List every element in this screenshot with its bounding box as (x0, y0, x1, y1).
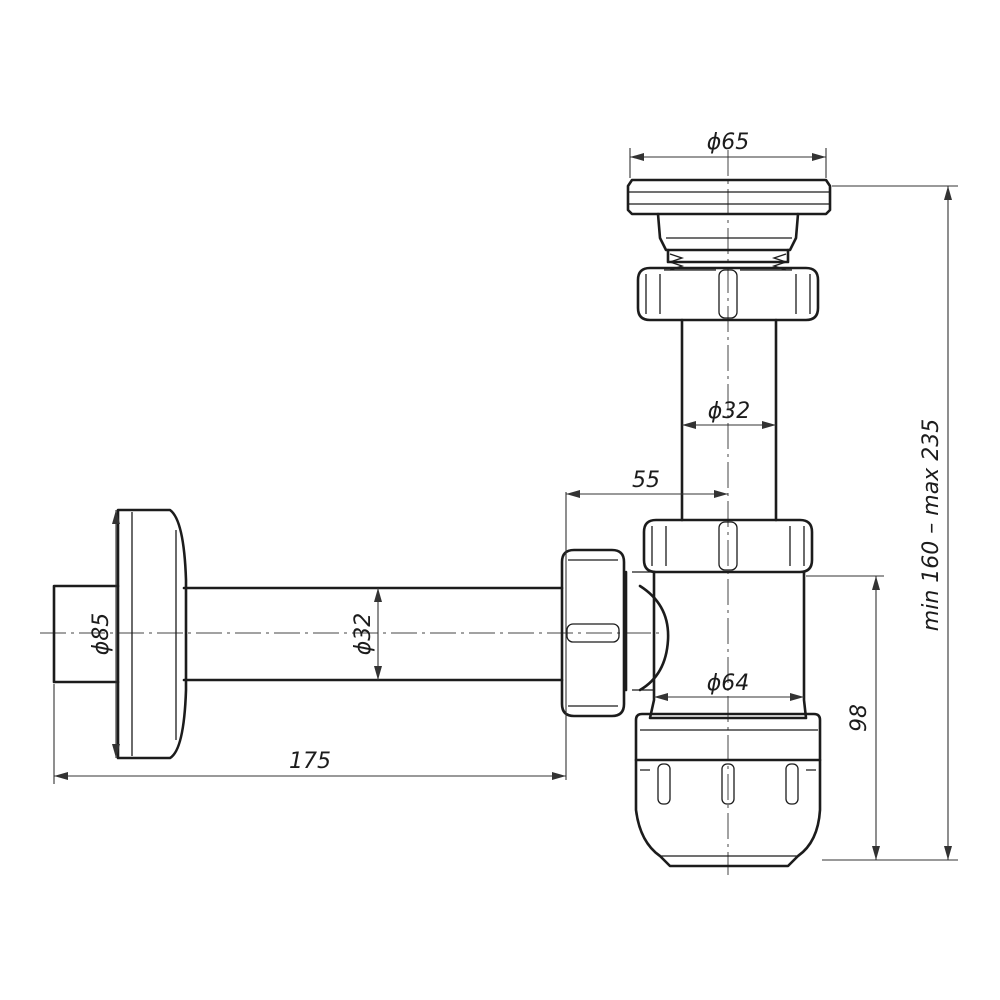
wall-flange (116, 508, 188, 760)
horizontal-pipe-diameter-label: ϕ32 (351, 613, 376, 656)
bottle-diameter-label: ϕ64 (707, 671, 750, 696)
bottom-cap (634, 712, 822, 868)
side-outlet-nut (560, 548, 626, 718)
top-diameter-label: ϕ65 (707, 130, 750, 155)
wall-pipe-stub (52, 584, 120, 684)
centerlines (40, 150, 729, 875)
dimension-labels: ϕ65 ϕ32 55 ϕ85 ϕ32 ϕ64 175 98 min 160 – … (89, 130, 944, 774)
bottle-height-label: 98 (847, 704, 872, 732)
total-height-label: min 160 – max 235 (919, 419, 944, 631)
wall-flange-diameter-label: ϕ85 (89, 613, 114, 656)
vertical-pipe-diameter-label: ϕ32 (708, 399, 751, 424)
horizontal-pipe (182, 586, 564, 682)
upper-nut (636, 266, 820, 322)
pipe-length-label: 175 (289, 749, 331, 774)
vertical-pipe (680, 318, 778, 522)
offset-label: 55 (632, 468, 660, 493)
dimension-lines (53, 148, 958, 861)
drain-grate (626, 178, 832, 271)
lower-nut (642, 518, 814, 574)
bottle-body (624, 570, 808, 720)
